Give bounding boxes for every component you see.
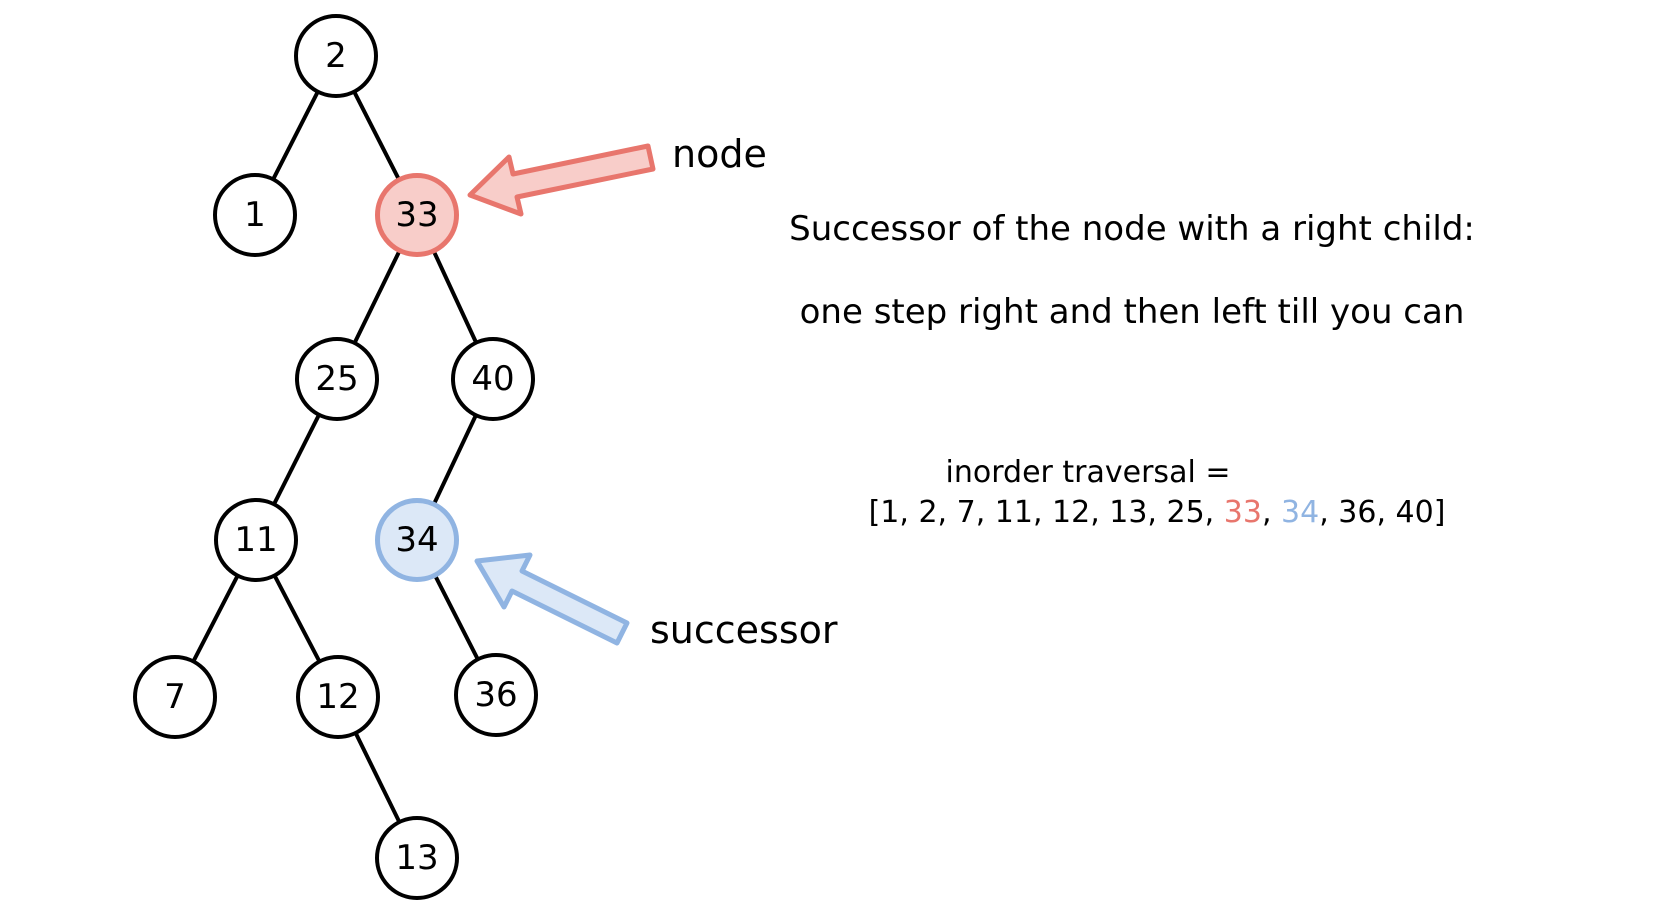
heading-line-1: Successor of the node with a right child… [789, 209, 1475, 249]
tree-node-label: 12 [316, 677, 360, 717]
tree-node-label: 33 [395, 195, 439, 235]
tree-node-7: 7 [133, 655, 217, 739]
tree-node-label: 40 [471, 359, 515, 399]
tree-node-label: 7 [164, 677, 186, 717]
inorder-traversal-title: inorder traversal = [945, 455, 1231, 490]
successor-arrow-icon [474, 552, 630, 646]
tree-node-12: 12 [296, 655, 380, 739]
tree-node-label: 13 [395, 838, 439, 878]
heading-line-2: one step right and then left till you ca… [799, 292, 1465, 332]
tree-node-2: 2 [294, 14, 378, 98]
tree-node-34-highlighted: 34 [375, 498, 459, 582]
inorder-list-prefix: [1, 2, 7, 11, 12, 13, 25, [868, 495, 1224, 530]
inorder-list-suffix: , 36, 40] [1319, 495, 1446, 530]
inorder-list-node-value: 33 [1223, 495, 1262, 530]
tree-node-label: 11 [234, 520, 278, 560]
inorder-list-separator: , [1261, 495, 1282, 530]
tree-node-label: 25 [315, 359, 359, 399]
tree-node-25: 25 [295, 337, 379, 421]
node-arrow-icon [467, 143, 656, 217]
tree-node-1: 1 [213, 173, 297, 257]
tree-node-36: 36 [454, 653, 538, 737]
tree-node-label: 36 [474, 675, 518, 715]
successor-arrow-label: successor [650, 608, 838, 652]
tree-node-label: 34 [395, 520, 439, 560]
tree-node-label: 1 [244, 195, 266, 235]
tree-node-40: 40 [451, 337, 535, 421]
inorder-list-successor-value: 34 [1281, 495, 1320, 530]
inorder-traversal-list: [1, 2, 7, 11, 12, 13, 25, 33, 34, 36, 40… [869, 493, 1446, 533]
node-arrow-label: node [672, 132, 767, 176]
tree-node-33-highlighted: 33 [375, 173, 459, 257]
tree-node-13: 13 [375, 816, 459, 900]
tree-node-label: 2 [325, 36, 347, 76]
tree-node-11: 11 [214, 498, 298, 582]
